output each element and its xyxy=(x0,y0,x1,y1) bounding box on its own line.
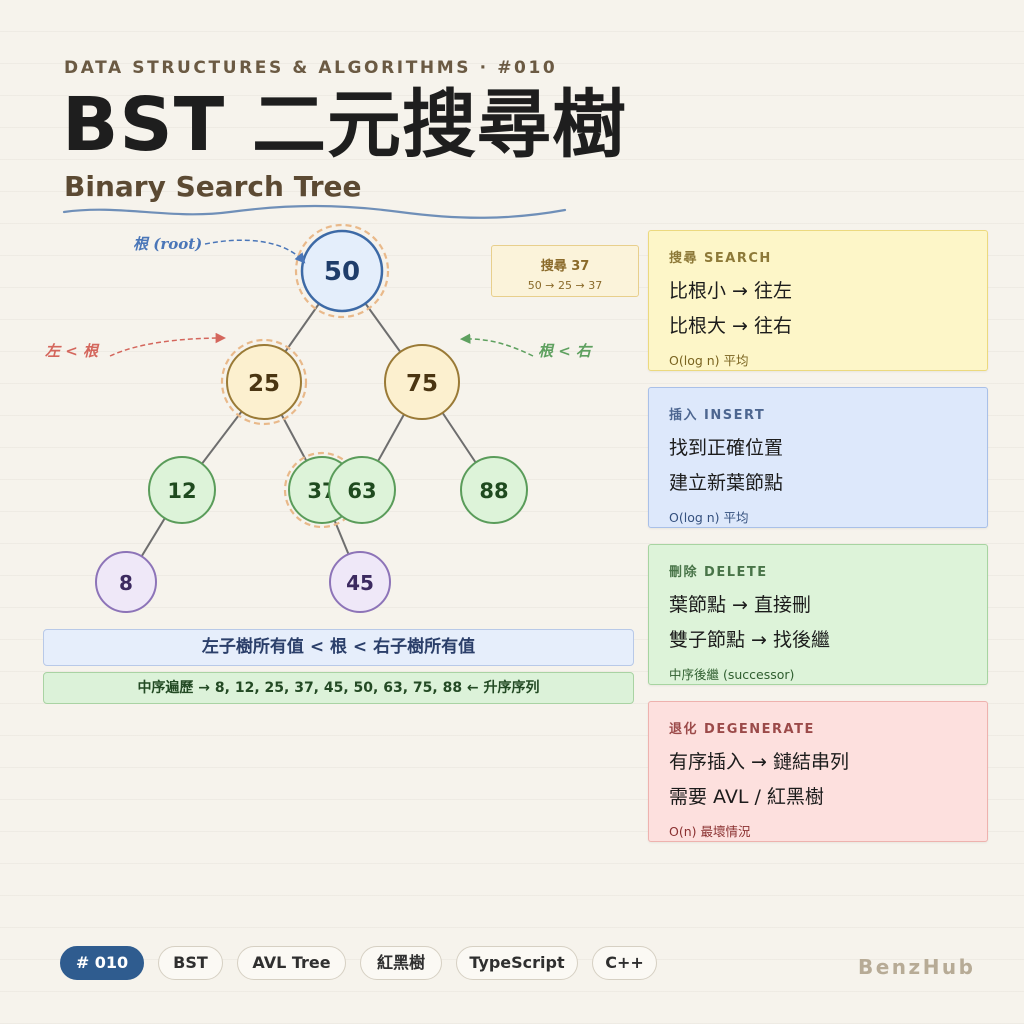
node-circle-8 xyxy=(95,551,157,613)
left-annotation: 左 < 根 xyxy=(45,342,100,360)
highlight-ring-25 xyxy=(220,338,308,426)
node-circle-75 xyxy=(384,344,460,420)
node-25: 25 xyxy=(248,371,280,397)
tag-episode[interactable]: # 010 xyxy=(60,946,144,980)
delete-card: 刪除 DELETE 葉節點 → 直接刪 雙子節點 → 找後繼 中序後繼 (suc… xyxy=(648,544,988,685)
degenerate-card-line2: 需要 AVL / 紅黑樹 xyxy=(669,786,824,808)
search-card-line2: 比根大 → 往右 xyxy=(669,315,792,337)
insert-card: 插入 INSERT 找到正確位置 建立新葉節點 O(log n) 平均 xyxy=(648,387,988,528)
bst-property-bar: 左子樹所有值 < 根 < 右子樹所有值 xyxy=(43,629,634,666)
node-circle-root xyxy=(300,229,384,313)
node-88: 88 xyxy=(479,479,508,503)
tag-avl-tree[interactable]: AVL Tree xyxy=(237,946,346,980)
insert-card-line1: 找到正確位置 xyxy=(669,437,784,459)
node-8: 8 xyxy=(119,571,133,595)
series-kicker: DATA STRUCTURES & ALGORITHMS · #010 xyxy=(64,58,558,78)
delete-card-title: 刪除 DELETE xyxy=(669,565,768,580)
tag-red-black-tree[interactable]: 紅黑樹 xyxy=(360,946,442,980)
tag-typescript[interactable]: TypeScript xyxy=(456,946,578,980)
node-75: 75 xyxy=(406,371,438,397)
bst-diagram: 50 25 75 12 37 63 88 8 45 根 (root) 左 < 根… xyxy=(45,223,593,613)
search-note-path: 50 → 25 → 37 xyxy=(527,279,603,292)
brand-logo: BenzHub xyxy=(858,955,976,979)
node-circle-63 xyxy=(328,456,396,524)
node-12: 12 xyxy=(167,479,196,503)
title-underline-wave xyxy=(62,204,567,219)
delete-card-line2: 雙子節點 → 找後繼 xyxy=(669,629,830,651)
degenerate-card-note: O(n) 最壞情況 xyxy=(669,824,751,839)
tree-edges xyxy=(125,270,495,583)
insert-card-title: 插入 INSERT xyxy=(669,408,766,423)
tag-bst[interactable]: BST xyxy=(158,946,223,980)
node-root: 50 xyxy=(324,257,360,287)
node-45: 45 xyxy=(346,571,374,595)
node-circle-88 xyxy=(460,456,528,524)
search-card-note: O(log n) 平均 xyxy=(669,353,749,368)
delete-card-note: 中序後繼 (successor) xyxy=(669,667,795,682)
search-note-title: 搜尋 37 xyxy=(540,259,590,274)
node-circle-25 xyxy=(226,344,302,420)
root-annotation: 根 (root) xyxy=(133,235,202,253)
root-annotation-arrow xyxy=(204,239,306,264)
page-title: BST 二元搜尋樹 xyxy=(62,82,627,168)
search-card-line1: 比根小 → 往左 xyxy=(669,280,792,302)
page-subtitle: Binary Search Tree xyxy=(64,170,362,203)
degenerate-card: 退化 DEGENERATE 有序插入 → 鏈結串列 需要 AVL / 紅黑樹 O… xyxy=(648,701,988,842)
left-annotation-arrow xyxy=(109,332,227,357)
insert-card-note: O(log n) 平均 xyxy=(669,510,749,525)
degenerate-card-line1: 有序插入 → 鏈結串列 xyxy=(669,751,849,773)
node-63: 63 xyxy=(347,479,376,503)
search-path-note: 搜尋 37 50 → 25 → 37 xyxy=(491,245,639,297)
tag-cpp[interactable]: C++ xyxy=(592,946,657,980)
inorder-traversal-bar: 中序遍歷 → 8, 12, 25, 37, 45, 50, 63, 75, 88… xyxy=(43,672,634,704)
node-circle-45 xyxy=(329,551,391,613)
node-circle-12 xyxy=(148,456,216,524)
search-card: 搜尋 SEARCH 比根小 → 往左 比根大 → 往右 O(log n) 平均 xyxy=(648,230,988,371)
search-card-title: 搜尋 SEARCH xyxy=(669,251,772,266)
right-annotation-arrow xyxy=(459,333,534,357)
right-annotation: 根 < 右 xyxy=(538,342,593,360)
delete-card-line1: 葉節點 → 直接刪 xyxy=(669,594,811,616)
highlight-ring-50 xyxy=(294,223,390,319)
degenerate-card-title: 退化 DEGENERATE xyxy=(669,722,815,737)
insert-card-line2: 建立新葉節點 xyxy=(669,472,784,494)
